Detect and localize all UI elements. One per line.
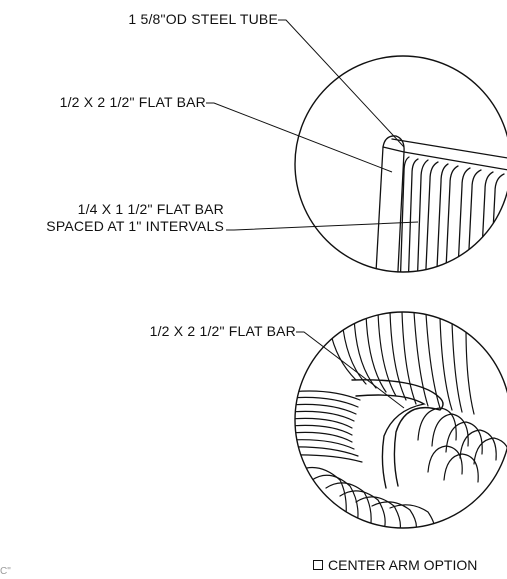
callout-spaced-bars-line2: SPACED AT 1" INTERVALS xyxy=(46,218,224,234)
center-flat-bar-outer xyxy=(351,379,444,487)
curved-bars-top xyxy=(329,312,475,415)
spaced-flat-bars xyxy=(399,156,505,272)
bottom-detail xyxy=(294,311,507,529)
top-detail xyxy=(206,19,507,273)
center-arm-option-checkbox[interactable] xyxy=(313,560,323,570)
curved-bars-bottom xyxy=(299,467,435,528)
steel-tube-lower-edge xyxy=(403,151,507,173)
leader-spaced-bars xyxy=(226,221,419,231)
callout-steel-tube: 1 5/8"OD STEEL TUBE xyxy=(128,11,278,27)
top-detail-circle xyxy=(294,55,507,273)
center-arm-option[interactable]: CENTER ARM OPTION xyxy=(313,557,477,573)
leader-steel-tube xyxy=(278,19,405,148)
leader-flat-bar-bottom xyxy=(296,331,405,409)
steel-tube-edge xyxy=(391,138,507,161)
callout-spaced-bars: 1/4 X 1 1/2" FLAT BAR SPACED AT 1" INTER… xyxy=(4,201,224,235)
horizontal-bars-left xyxy=(295,390,363,463)
leader-flat-bar-top xyxy=(206,102,393,173)
main-flat-bar xyxy=(374,146,405,272)
callout-flat-bar-bottom: 1/2 X 2 1/2" FLAT BAR xyxy=(149,323,296,339)
arm-loops-right xyxy=(417,407,507,483)
center-flat-bar-inner xyxy=(355,394,426,489)
bottom-detail-circle xyxy=(294,311,507,529)
steel-tube-end xyxy=(382,135,405,153)
callout-spaced-bars-line1: 1/4 X 1 1/2" FLAT BAR xyxy=(77,201,224,217)
callout-flat-bar-top: 1/2 X 2 1/2" FLAT BAR xyxy=(59,94,206,110)
center-arm-option-label: CENTER ARM OPTION xyxy=(328,557,478,573)
corner-text-fragment: C" xyxy=(0,566,11,577)
